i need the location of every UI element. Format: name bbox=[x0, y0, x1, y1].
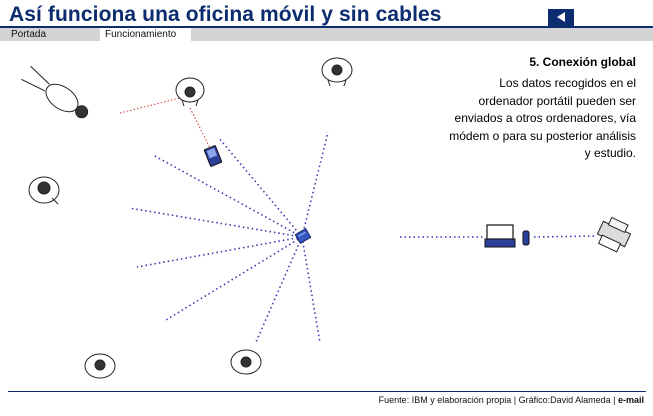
step-description-line: enviados a otros ordenadores, vía bbox=[454, 111, 636, 125]
modem-link bbox=[533, 235, 597, 238]
step-description-line: y estudio. bbox=[584, 146, 636, 160]
footer-rule bbox=[8, 391, 646, 392]
back-button[interactable] bbox=[548, 9, 574, 26]
person-icon bbox=[175, 77, 205, 107]
printer-icon bbox=[596, 216, 632, 253]
step-description-line: Los datos recogidos en el bbox=[499, 76, 636, 90]
person-icon bbox=[28, 176, 60, 205]
step-description-line: ordenador portátil pueden ser bbox=[478, 93, 636, 108]
modem-icon bbox=[522, 230, 530, 246]
header-rule bbox=[0, 26, 653, 28]
wireless-beams bbox=[128, 131, 329, 344]
info-panel: 5. Conexión global Los datos recogidos e… bbox=[396, 55, 636, 163]
person-icon bbox=[321, 57, 353, 87]
network-diagram bbox=[21, 57, 632, 379]
tab-bar bbox=[0, 28, 653, 41]
back-arrow-icon bbox=[557, 12, 565, 22]
step-description: Los datos recogidos en el ordenador port… bbox=[396, 75, 636, 163]
pda-icon bbox=[203, 145, 223, 167]
page-title: Así funciona una oficina móvil y sin cab… bbox=[9, 3, 442, 26]
hub-device-icon bbox=[294, 227, 312, 245]
tab-active-bg bbox=[100, 28, 191, 41]
laptop-icon bbox=[484, 224, 516, 248]
person-icon bbox=[230, 349, 262, 375]
pda-links bbox=[119, 97, 212, 151]
email-link[interactable]: e-mail bbox=[617, 395, 644, 405]
tab-funcionamiento[interactable]: Funcionamiento bbox=[105, 29, 177, 40]
step-description-line: módem o para su posterior análisis bbox=[449, 128, 636, 143]
person-icon bbox=[21, 65, 89, 119]
credits-text: Fuente: IBM y elaboración propia | Gráfi… bbox=[378, 395, 616, 405]
tab-portada[interactable]: Portada bbox=[11, 29, 47, 40]
credits: Fuente: IBM y elaboración propia | Gráfi… bbox=[379, 395, 644, 405]
step-title: 5. Conexión global bbox=[529, 55, 636, 69]
person-icon bbox=[84, 353, 116, 379]
